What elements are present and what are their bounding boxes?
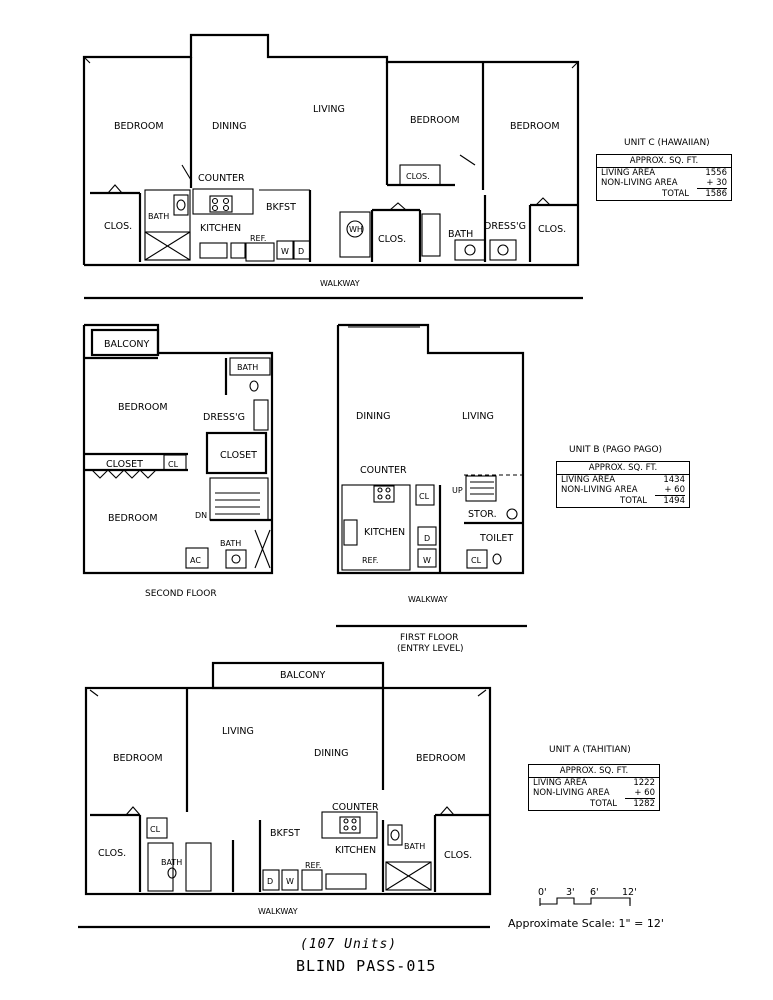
room-label: W [281, 247, 289, 256]
room-label: LIVING [462, 411, 494, 422]
unit-c-title: UNIT C (HAWAIIAN) [624, 138, 710, 148]
room-label: BATH [148, 212, 169, 221]
room-label: DRESS'G [484, 221, 526, 232]
room-label: COUNTER [360, 465, 407, 476]
room-label: STOR. [468, 509, 497, 520]
unit-c-plan [82, 33, 583, 300]
second-floor-caption: SECOND FLOOR [145, 589, 217, 599]
area-table-header: APPROX. SQ. FT. [557, 462, 689, 475]
unit-b-second-floor-plan [82, 323, 274, 575]
room-label: BATH [161, 858, 182, 867]
room-label: BATH [448, 229, 473, 240]
room-label: CLOS. [378, 234, 406, 245]
scale-tick: 3' [566, 887, 575, 898]
room-label: CL [419, 492, 430, 501]
room-label: CLOS. [104, 221, 132, 232]
scale-tick: 12' [622, 887, 637, 898]
room-label: REF. [362, 556, 378, 565]
area-table-header: APPROX. SQ. FT. [597, 155, 731, 168]
scale-bar: 0' 3' 6' 12' Approximate Scale: 1" = 12' [508, 887, 664, 930]
nonliving-area-row: NON-LIVING AREA+ 60 [561, 485, 685, 495]
room-label: DINING [356, 411, 391, 422]
room-label: WALKWAY [258, 907, 298, 916]
room-label: KITCHEN [364, 527, 405, 538]
room-label: DINING [314, 748, 349, 759]
first-floor-subcaption: (ENTRY LEVEL) [397, 644, 464, 654]
room-label: BKFST [266, 202, 296, 213]
first-floor-caption: FIRST FLOOR [400, 633, 458, 643]
unit-c-labels: BEDROOM DINING LIVING BEDROOM BEDROOM CO… [104, 104, 566, 288]
room-label: WALKWAY [408, 595, 448, 604]
room-label: BEDROOM [410, 115, 460, 126]
room-label: BALCONY [104, 339, 150, 350]
room-label: REF. [250, 234, 266, 243]
unit-a-title: UNIT A (TAHITIAN) [549, 745, 631, 755]
room-label: CLOS. [444, 850, 472, 861]
unit-a-labels: BALCONY LIVING DINING BEDROOM BEDROOM CO… [98, 670, 472, 916]
room-label: CLOS. [538, 224, 566, 235]
room-label: D [298, 247, 304, 256]
room-label: W [286, 877, 294, 886]
room-label: COUNTER [198, 173, 245, 184]
scale-label: Approximate Scale: 1" = 12' [508, 917, 664, 930]
room-label: BEDROOM [510, 121, 560, 132]
unit-a-plan [78, 661, 492, 929]
room-label: BEDROOM [108, 513, 158, 524]
room-label: BEDROOM [113, 753, 163, 764]
scale-tick: 6' [590, 887, 599, 898]
scale-tick: 0' [538, 887, 547, 898]
room-label: BEDROOM [114, 121, 164, 132]
room-label: DN [195, 511, 207, 520]
room-label: AC [190, 556, 201, 565]
room-label: BATH [404, 842, 425, 851]
room-label: DRESS'G [203, 412, 245, 423]
room-label: CL [150, 825, 161, 834]
room-label: DINING [212, 121, 247, 132]
room-label: KITCHEN [200, 223, 241, 234]
unit-count: (107 Units) [300, 937, 398, 952]
room-label: D [424, 534, 430, 543]
room-label: LIVING [222, 726, 254, 737]
room-label: CL [168, 460, 179, 469]
room-label: CLOS. [406, 172, 430, 181]
room-label: WH [349, 225, 363, 234]
room-label: WALKWAY [320, 279, 360, 288]
room-label: CL [471, 556, 482, 565]
room-label: LIVING [313, 104, 345, 115]
room-label: BKFST [270, 828, 300, 839]
room-label: KITCHEN [335, 845, 376, 856]
area-table-header: APPROX. SQ. FT. [529, 765, 659, 778]
room-label: COUNTER [332, 802, 379, 813]
room-label: TOILET [479, 533, 513, 544]
room-label: BEDROOM [416, 753, 466, 764]
nonliving-area-row: NON-LIVING AREA+ 60 [533, 788, 655, 798]
room-label: BEDROOM [118, 402, 168, 413]
building-name: BLIND PASS-015 [296, 957, 437, 975]
room-label: UP [452, 486, 463, 495]
unit-b-first-floor-labels: DINING LIVING COUNTER UP CL KITCHEN STOR… [336, 411, 527, 654]
room-label: REF. [305, 861, 321, 870]
unit-b-second-floor-labels: BALCONY BATH BEDROOM DRESS'G CLOSET CLOS… [104, 339, 258, 599]
room-label: BALCONY [280, 670, 326, 681]
room-label: CLOSET [106, 459, 143, 470]
nonliving-area-row: NON-LIVING AREA+ 30 [601, 178, 727, 188]
room-label: W [423, 556, 431, 565]
room-label: D [267, 877, 273, 886]
room-label: CLOS. [98, 848, 126, 859]
unit-b-first-floor-plan [336, 323, 525, 575]
unit-b-title: UNIT B (PAGO PAGO) [569, 445, 663, 455]
room-label: BATH [220, 539, 241, 548]
room-label: CLOSET [220, 450, 257, 461]
room-label: BATH [237, 363, 258, 372]
